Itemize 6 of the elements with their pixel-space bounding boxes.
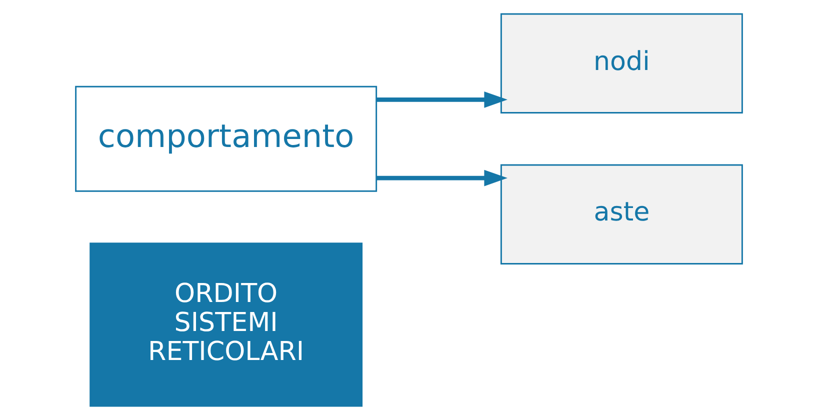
node-box: aste: [500, 164, 742, 264]
node-box: ORDITO SISTEMI RETICOLARI: [89, 242, 362, 407]
node-box: nodi: [500, 13, 742, 114]
node-box: comportamento: [74, 86, 377, 192]
arrow: [376, 170, 507, 186]
arrow: [376, 92, 507, 108]
